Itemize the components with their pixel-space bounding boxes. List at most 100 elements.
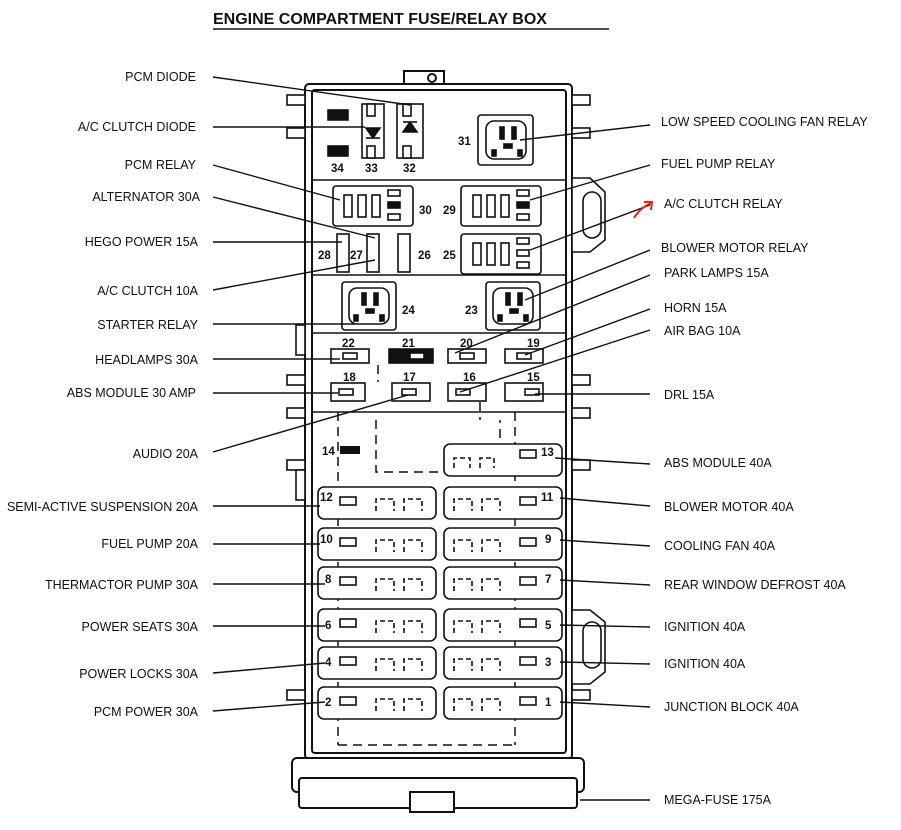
- cartridge-fuse-left: [317, 608, 437, 642]
- label-ignition-b: IGNITION 40A: [664, 657, 746, 671]
- label-ac-clutch-relay: A/C CLUTCH RELAY: [664, 197, 783, 211]
- label-horn: HORN 15A: [664, 301, 727, 315]
- label-power-seats: POWER SEATS 30A: [82, 620, 199, 634]
- label-hego-power: HEGO POWER 15A: [85, 235, 199, 249]
- label-pcm-diode: PCM DIODE: [125, 70, 196, 84]
- right-labels: LOW SPEED COOLING FAN RELAY FUEL PUMP RE…: [661, 115, 868, 807]
- cartridge-fuse-row: [317, 608, 563, 642]
- label-headlamps: HEADLAMPS 30A: [95, 353, 198, 367]
- pos-32: 32: [403, 163, 416, 175]
- label-ignition-a: IGNITION 40A: [664, 620, 746, 634]
- cartridge-fuse-right: [443, 686, 563, 720]
- diagram-title: ENGINE COMPARTMENT FUSE/RELAY BOX: [213, 11, 547, 28]
- pos-26: 26: [418, 250, 431, 262]
- pos-27: 27: [350, 250, 363, 262]
- cartridge-fuse-row: [317, 566, 563, 600]
- relay-31: [477, 114, 534, 166]
- label-blower-relay: BLOWER MOTOR RELAY: [661, 241, 809, 255]
- label-alternator: ALTERNATOR 30A: [92, 190, 200, 204]
- cartridge-fuse-right: [443, 527, 563, 561]
- pos-6: 6: [325, 620, 331, 632]
- left-labels: PCM DIODE A/C CLUTCH DIODE PCM RELAY ALT…: [7, 70, 201, 719]
- cartridge-fuse-13: [443, 443, 563, 477]
- label-pcm-relay: PCM RELAY: [125, 158, 197, 172]
- side-clips: [286, 94, 606, 701]
- diode-section: [327, 103, 424, 159]
- pos-22: 22: [342, 338, 355, 350]
- cartridge-fuse-row: [317, 486, 563, 520]
- cartridge-fuse-row: [317, 527, 563, 561]
- label-ac-clutch-diode: A/C CLUTCH DIODE: [78, 120, 196, 134]
- relay-30: [332, 185, 414, 227]
- fuse-15: [504, 382, 544, 402]
- label-pcm-power: PCM POWER 30A: [94, 705, 199, 719]
- diode-34-block: [327, 109, 349, 121]
- pos-4: 4: [325, 657, 332, 669]
- pos-30: 30: [419, 205, 432, 217]
- cartridge-fuse-left: [317, 527, 437, 561]
- cartridge-fuse-left: [317, 646, 437, 680]
- relay-25: [460, 233, 542, 275]
- cartridge-fuse-left: [317, 686, 437, 720]
- pos-18: 18: [343, 372, 356, 384]
- label-park-lamps: PARK LAMPS 15A: [664, 266, 769, 280]
- relay-29: [460, 185, 542, 227]
- pos-33: 33: [365, 163, 378, 175]
- fuse-28: [336, 233, 350, 273]
- pos-7: 7: [545, 574, 551, 586]
- pos-9: 9: [545, 534, 551, 546]
- relay-24: [341, 281, 397, 331]
- relay-23: [485, 281, 541, 331]
- label-starter-relay: STARTER RELAY: [97, 318, 198, 332]
- label-drl: DRL 15A: [664, 388, 715, 402]
- cartridge-fuse-row: [317, 686, 563, 720]
- pos-14: 14: [322, 446, 335, 458]
- label-abs-module-40: ABS MODULE 40A: [664, 456, 772, 470]
- cartridge-fuse-right: [443, 486, 563, 520]
- pos-15: 15: [527, 372, 540, 384]
- pos-5: 5: [545, 620, 552, 632]
- label-power-locks: POWER LOCKS 30A: [79, 667, 198, 681]
- pos-23: 23: [465, 305, 478, 317]
- label-ac-clutch-10a: A/C CLUTCH 10A: [97, 284, 198, 298]
- fuse-row-18-15: [330, 382, 544, 402]
- cartridge-fuse-right: [443, 646, 563, 680]
- leader-lines: [212, 76, 651, 801]
- pos-8: 8: [325, 574, 332, 586]
- pos-10: 10: [320, 534, 333, 546]
- fuse-26: [397, 233, 411, 273]
- label-air-bag: AIR BAG 10A: [664, 324, 741, 338]
- diode-34-block-lower: [327, 145, 349, 157]
- pos-17: 17: [403, 372, 416, 384]
- pos-31: 31: [458, 136, 471, 148]
- pos-1: 1: [545, 697, 552, 709]
- pos-11: 11: [541, 492, 554, 504]
- pos-24: 24: [402, 305, 415, 317]
- highlight-arrow: [633, 201, 654, 219]
- pos-12: 12: [320, 492, 333, 504]
- pos-28: 28: [318, 250, 331, 262]
- label-fuel-pump-relay: FUEL PUMP RELAY: [661, 157, 776, 171]
- cartridge-fuse-left: [317, 566, 437, 600]
- label-mega-fuse: MEGA-FUSE 175A: [664, 793, 772, 807]
- pos-13: 13: [541, 447, 554, 459]
- label-semi-active: SEMI-ACTIVE SUSPENSION 20A: [7, 500, 199, 514]
- cartridge-fuse-right: [443, 566, 563, 600]
- label-audio: AUDIO 20A: [133, 447, 199, 461]
- pos-25: 25: [443, 250, 456, 262]
- label-fuel-pump-20: FUEL PUMP 20A: [101, 537, 198, 551]
- pos-21: 21: [402, 338, 415, 350]
- label-cooling-fan: COOLING FAN 40A: [664, 539, 776, 553]
- label-low-speed-fan: LOW SPEED COOLING FAN RELAY: [661, 115, 868, 129]
- pos-3: 3: [545, 657, 551, 669]
- cartridge-fuse-left: [317, 486, 437, 520]
- label-rear-defrost: REAR WINDOW DEFROST 40A: [664, 578, 846, 592]
- mini-fuses-28-26: [336, 233, 411, 273]
- pos-16: 16: [463, 372, 476, 384]
- label-junction: JUNCTION BLOCK 40A: [664, 700, 799, 714]
- position-numbers: 34 33 32 31 30 29 28 27 26 25 24 23 22 2…: [318, 136, 554, 709]
- pos-2: 2: [325, 697, 331, 709]
- pos-29: 29: [443, 205, 456, 217]
- section-dividers: [312, 179, 566, 413]
